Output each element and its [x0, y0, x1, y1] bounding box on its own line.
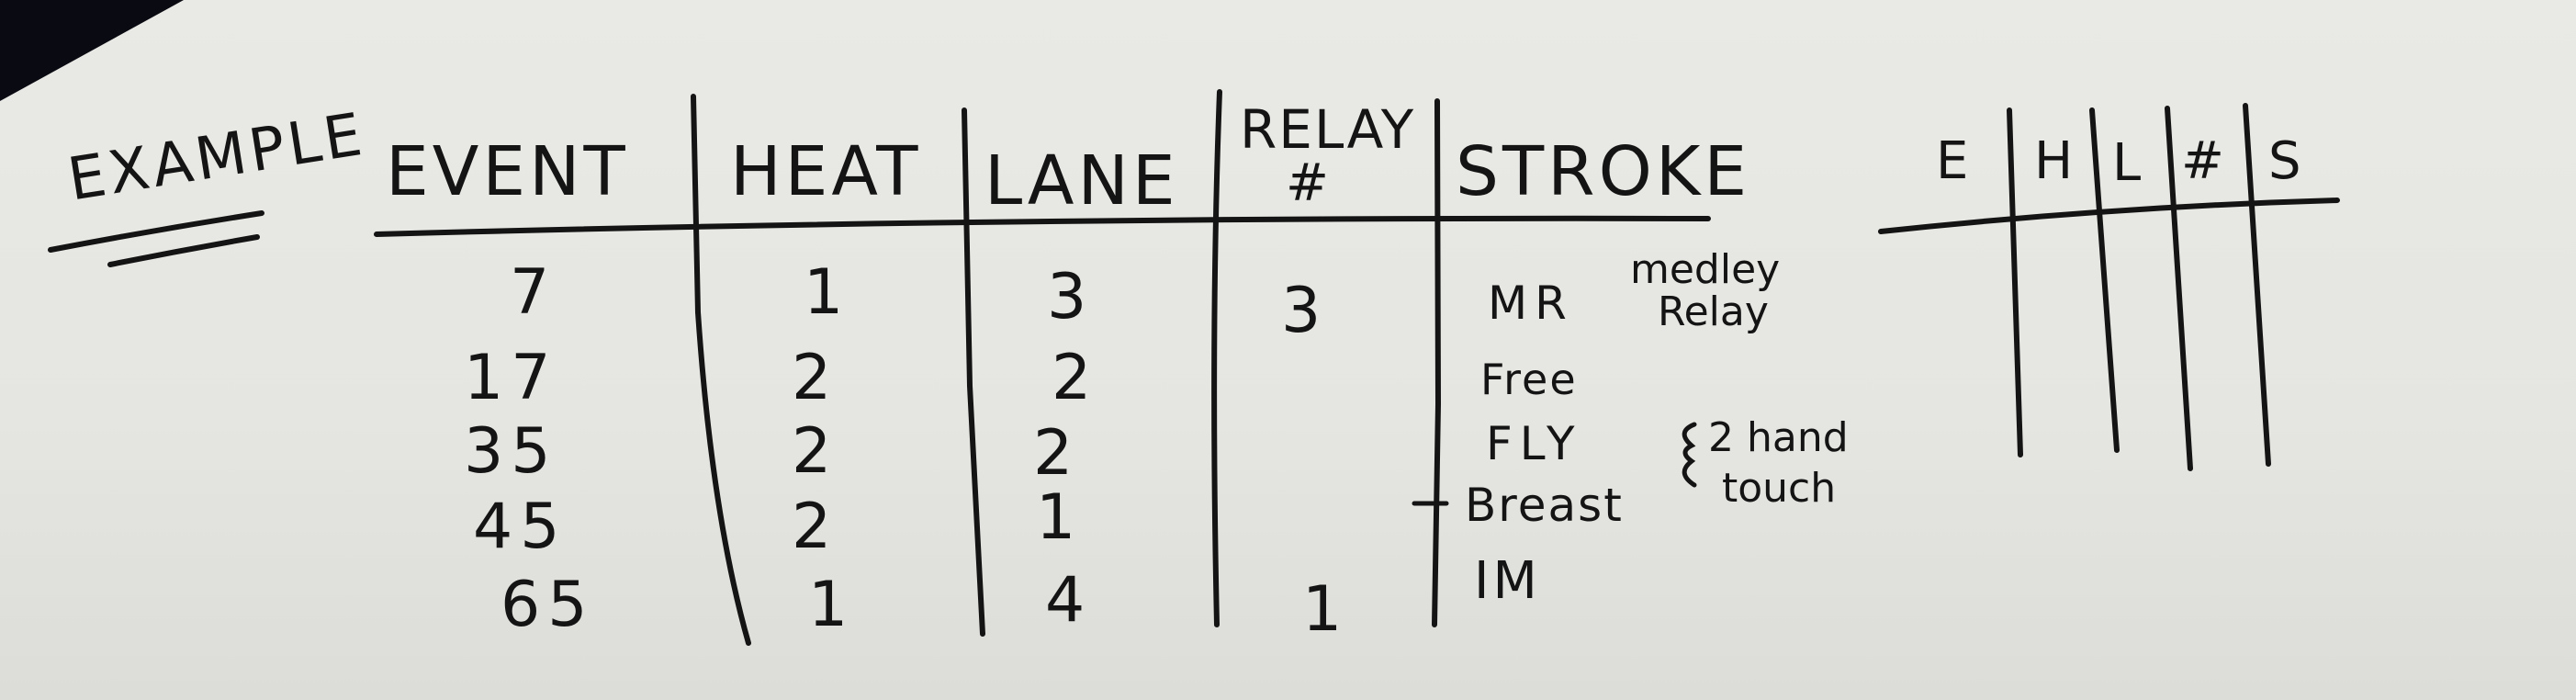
row-1-lane: 3 [1047, 261, 1095, 333]
header-heat: HEAT [730, 132, 922, 211]
header-relay: RELAY [1240, 98, 1416, 161]
row-5-stroke: IM [1474, 551, 1541, 611]
row-4-lane: 1 [1036, 481, 1084, 554]
row-4-heat: 2 [792, 491, 839, 563]
row-2-stroke: Free [1480, 355, 1578, 404]
row-4-stroke: Breast [1465, 479, 1624, 532]
row-2-event: 17 [464, 342, 558, 414]
row-3-lane: 2 [1033, 417, 1081, 490]
row-2-lane: 2 [1052, 342, 1099, 414]
row-3-heat: 2 [792, 415, 839, 488]
header-lane: LANE [984, 141, 1179, 220]
row-1-relay: 3 [1281, 275, 1329, 347]
row-3-stroke: FLY [1486, 417, 1582, 470]
small-header-l: L [2112, 133, 2142, 193]
divider-event-heat [691, 94, 751, 646]
touch-brace [1682, 422, 1697, 488]
divider-heat-lane [962, 107, 985, 637]
small-header-h: H [2034, 131, 2074, 191]
note-two-hand: 2 hand [1708, 414, 1849, 461]
divider-relay-stroke [1432, 98, 1442, 627]
row-5-relay: 1 [1302, 573, 1350, 646]
small-divider-e-h [2007, 107, 2023, 457]
note-touch: touch [1722, 465, 1837, 512]
header-event: EVENT [386, 132, 629, 211]
small-header-rule [1878, 198, 2340, 234]
row-1-stroke: MR [1488, 277, 1574, 330]
header-stroke: STROKE [1456, 132, 1751, 211]
small-divider-l-num [2165, 106, 2193, 471]
header-relay-number: # [1286, 153, 1333, 213]
note-relay: Relay [1658, 288, 1769, 335]
small-divider-h-l [2089, 107, 2120, 453]
row-3-event: 35 [464, 415, 558, 488]
dark-background-corner [0, 0, 184, 101]
small-header-s: S [2268, 131, 2301, 191]
row-5-lane: 4 [1045, 564, 1093, 637]
row-5-heat: 1 [808, 569, 856, 641]
small-header-e: E [1936, 131, 1969, 191]
example-underline-2 [107, 234, 260, 267]
main-header-rule [374, 215, 1711, 237]
row-1-event: 7 [510, 256, 557, 329]
divider-lane-relay [1211, 89, 1222, 627]
example-underline-1 [48, 210, 264, 253]
small-header-number: # [2181, 131, 2224, 191]
row-5-event: 65 [501, 569, 595, 641]
row-1-heat: 1 [804, 256, 851, 329]
small-divider-num-s [2243, 103, 2271, 467]
row-4-event: 45 [473, 491, 568, 563]
note-medley: medley [1630, 246, 1781, 293]
row-2-heat: 2 [792, 342, 839, 414]
